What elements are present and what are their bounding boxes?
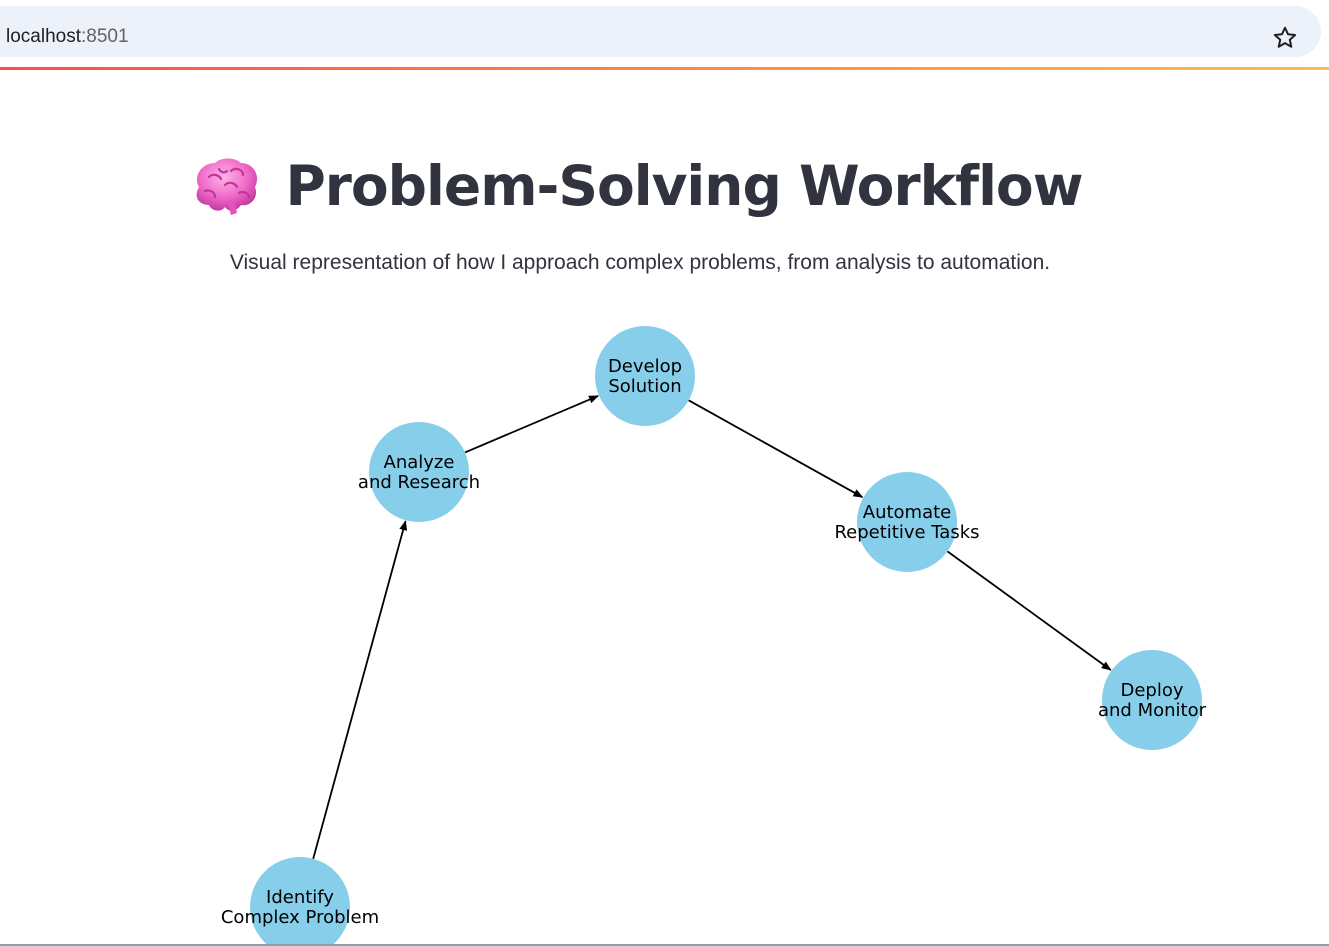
brain-icon <box>197 158 258 215</box>
edge-analyze-to-develop <box>464 395 599 454</box>
edge-automate-to-deploy <box>946 550 1112 671</box>
node-label-line1: Develop <box>608 356 682 377</box>
url-text[interactable]: localhost:8501 <box>6 25 129 49</box>
node-circle <box>595 326 695 426</box>
url-port: :8501 <box>81 26 129 47</box>
node-label-line1: Identify <box>266 887 334 908</box>
page-title: Problem-Solving Workflow <box>285 154 1083 218</box>
node-circle <box>250 857 350 946</box>
edge-identify-to-analyze <box>312 520 408 860</box>
star-outline-icon[interactable] <box>1271 24 1299 52</box>
node-label-line1: Analyze <box>384 452 455 473</box>
node-label-line1: Automate <box>863 502 952 523</box>
node-circle <box>369 422 469 522</box>
header-decoration <box>0 67 1329 70</box>
node-label-line2: Repetitive Tasks <box>834 522 979 543</box>
node-label-line2: Complex Problem <box>221 907 379 928</box>
edge-develop-to-automate <box>688 399 864 498</box>
node-label-line2: and Monitor <box>1098 700 1207 721</box>
address-bar[interactable]: localhost:8501 <box>0 6 1321 57</box>
page-subtitle: Visual representation of how I approach … <box>229 251 1051 274</box>
node-label-line2: Solution <box>608 376 681 397</box>
title-row: Problem-Solving Workflow <box>0 146 1329 226</box>
node-label-line2: and Research <box>358 472 480 493</box>
node-circle <box>1102 650 1202 750</box>
bottom-divider <box>0 944 1329 946</box>
node-label-line1: Deploy <box>1120 680 1183 701</box>
node-circle <box>857 472 957 572</box>
url-host: localhost <box>6 26 81 47</box>
